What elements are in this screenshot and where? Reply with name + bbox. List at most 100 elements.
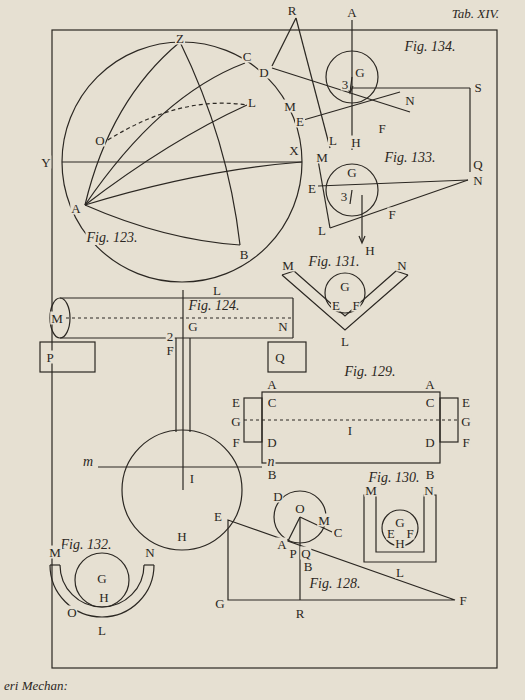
diameter-line (98, 466, 262, 467)
point-letter: B (267, 468, 278, 481)
point-letter: M (364, 484, 378, 497)
engraved-stroke (288, 517, 300, 541)
point-letter: B (239, 248, 250, 261)
point-letter: G (214, 597, 225, 610)
fig133-figure (318, 160, 468, 243)
point-letter: H (394, 537, 405, 550)
point-letter: G (187, 320, 198, 333)
ball-circle (325, 273, 365, 313)
pendulum-figure (40, 290, 306, 550)
point-letter: P (45, 351, 54, 364)
engraved-stroke (350, 190, 352, 204)
point-letter: E (461, 396, 471, 409)
point-letter: F (461, 436, 470, 449)
engraved-stroke (282, 271, 294, 275)
trough-inner (60, 565, 144, 607)
point-letter: O (66, 606, 77, 619)
point-letter: H (364, 244, 375, 257)
point-letter: 2 (166, 330, 175, 343)
engraved-stroke (352, 87, 470, 88)
point-letter: L (247, 96, 257, 109)
point-letter: H (350, 136, 361, 149)
figure-number: Fig. 132. (60, 538, 113, 552)
point-letter: X (288, 144, 299, 157)
point-letter: N (144, 546, 155, 559)
point-letter: G (339, 280, 350, 293)
engraved-stroke (351, 20, 352, 150)
point-letter: A (424, 378, 435, 391)
engraved-stroke (300, 92, 400, 121)
point-letter: G (394, 516, 405, 529)
point-letter: E (307, 182, 317, 195)
figure-number: Fig. 133. (384, 151, 437, 165)
u-trough-figure (364, 495, 436, 562)
point-letter: Q (274, 351, 285, 364)
point-letter: P (288, 547, 297, 560)
figure-number: Fig. 123. (86, 231, 139, 245)
meridian-arc (85, 42, 180, 205)
point-letter: A (276, 538, 287, 551)
point-letter: F (231, 436, 240, 449)
engraved-stroke (361, 195, 362, 242)
rod-edge (189, 338, 190, 432)
engraved-stroke (330, 180, 468, 228)
figure-number: Fig. 128. (309, 577, 362, 591)
dashed-arc (108, 103, 247, 140)
point-letter: N (423, 484, 434, 497)
rod-edge (175, 338, 176, 432)
v-outer (282, 275, 408, 330)
point-letter: L (328, 134, 338, 147)
point-letter: O (294, 502, 305, 515)
point-letter: D (258, 66, 269, 79)
u-trough (364, 495, 436, 562)
great-circle-arc (85, 105, 247, 205)
point-letter: L (395, 566, 405, 579)
engraved-stroke (296, 18, 330, 148)
point-letter: L (340, 335, 350, 348)
engraved-stroke (272, 68, 410, 112)
engraved-stroke (318, 160, 330, 228)
point-letter: Y (40, 156, 51, 169)
point-letter: 3 (340, 190, 349, 203)
point-letter: M (315, 151, 329, 164)
point-letter: S (473, 81, 482, 94)
point-letter: H (98, 591, 109, 604)
v-inner (294, 271, 396, 316)
point-letter: M (281, 259, 295, 272)
engraved-stroke (469, 88, 470, 172)
axis-line (60, 317, 293, 318)
point-letter: F (458, 594, 467, 607)
plate-caption: eri Mechan: (4, 678, 68, 694)
point-letter: m (82, 455, 94, 469)
center-line (182, 290, 183, 490)
engraved-stroke (396, 271, 408, 275)
point-letter: I (347, 424, 353, 437)
cylinder-end (292, 298, 293, 338)
point-letter: F (165, 344, 174, 357)
point-letter: M (317, 514, 331, 527)
point-letter: A (70, 202, 81, 215)
point-letter: Q (300, 547, 311, 560)
point-letter: E (231, 396, 241, 409)
point-letter: D (272, 490, 283, 503)
sphere-outline (62, 42, 302, 282)
point-letter: M (50, 312, 64, 325)
inclined-plane (228, 520, 455, 600)
point-letter: N (277, 320, 288, 333)
v-trough-figure (282, 271, 408, 330)
point-letter: D (424, 436, 435, 449)
point-letter: H (176, 530, 187, 543)
roller-body (262, 392, 440, 463)
engraved-stroke (144, 564, 154, 565)
figure-number: Fig. 129. (344, 365, 397, 379)
point-letter: R (295, 607, 306, 620)
point-letter: N (404, 94, 415, 107)
point-letter: E (295, 115, 305, 128)
point-letter: A (346, 6, 357, 19)
sphere-figure (62, 42, 302, 282)
point-letter: M (283, 100, 297, 113)
point-letter: F (377, 122, 386, 135)
fig134-figure (272, 18, 470, 172)
support-block (268, 342, 306, 372)
